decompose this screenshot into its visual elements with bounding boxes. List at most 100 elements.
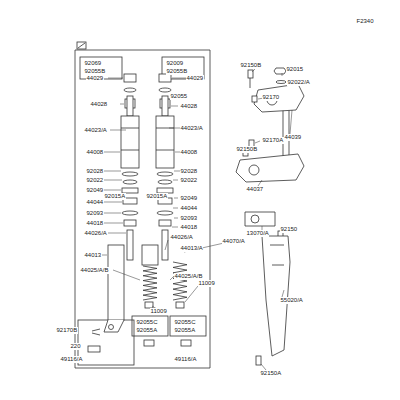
leader-line [165, 198, 178, 250]
fork-right-upper [159, 220, 171, 226]
callout-number: 44008 [86, 149, 104, 156]
fork-lower [109, 325, 114, 330]
callout-number: 92049 [180, 195, 198, 202]
frame [75, 42, 210, 368]
callout-number: 44028 [180, 103, 198, 110]
callout-number: 44070/A [222, 238, 245, 245]
fork-left-upper [124, 220, 136, 226]
fork-right-upper [159, 74, 171, 82]
fork-lower [144, 340, 154, 346]
callout-number: 44018 [86, 220, 104, 227]
triple-clamp [250, 78, 251, 88]
callout-number: 92150B [236, 146, 258, 153]
fork-left-upper [124, 88, 136, 92]
triple-clamp [274, 68, 286, 74]
frame [78, 320, 134, 365]
callout-number: 92170B [56, 327, 78, 334]
callout-number: 92150 [280, 226, 298, 233]
triple-clamp [276, 81, 286, 84]
fork-left-upper [121, 116, 139, 168]
leader-line [108, 78, 200, 130]
triple-clamp [252, 96, 257, 102]
callout-number: 44039 [284, 134, 302, 141]
fork-guard [256, 356, 261, 365]
callout-number: 92022/A [287, 79, 310, 86]
fork-right-upper [156, 74, 174, 260]
callout-number: 92055B [84, 68, 106, 75]
callout-number: 49116/A [60, 356, 83, 363]
fork-lower [88, 346, 100, 352]
fork-left-upper [122, 211, 138, 215]
callout-number: 92055C [136, 319, 158, 326]
fork-lower [88, 245, 191, 352]
fork-guard [251, 215, 259, 223]
fork-right-upper [162, 230, 168, 260]
callout-number: 92055 [170, 93, 188, 100]
frame [170, 316, 206, 336]
fork-right-upper [157, 211, 173, 215]
callout-number: 92150B [240, 62, 262, 69]
callout-number: 44037 [246, 186, 264, 193]
fork-guard [245, 212, 275, 226]
callout-number: 11009 [198, 280, 215, 287]
triple-clamp [249, 165, 259, 175]
callout-number: 92015A [146, 193, 168, 200]
callout-number: 44013 [84, 252, 102, 259]
callout-number: 92028 [180, 168, 198, 175]
callout-number: 44026/A [170, 234, 193, 241]
callout-number: 92150A [260, 370, 282, 377]
leader-line [102, 255, 198, 312]
callout-number: 92049 [86, 187, 104, 194]
callout-number: 11009 [150, 308, 167, 315]
callout-number: 44023/A [84, 127, 107, 134]
leader-line [258, 110, 292, 370]
frame [75, 50, 210, 368]
callout-number: 44025/A/B [174, 273, 203, 280]
callout-number: 92093 [180, 215, 198, 222]
fork-guard [270, 245, 284, 265]
leader-line [104, 190, 126, 233]
callout-number: 92022 [86, 177, 104, 184]
callout-number: 44023/A [180, 125, 203, 132]
fork-lower [181, 340, 191, 346]
fork-left-upper [124, 74, 136, 82]
leader-line [184, 68, 282, 252]
callout-number: 44044 [180, 205, 198, 212]
callout-number: 92093 [86, 210, 104, 217]
fork-lower [104, 320, 124, 332]
callout-number: 44013/A [180, 245, 203, 252]
callout-number: 92009 [166, 60, 184, 67]
fork-right-upper [157, 172, 173, 176]
fork-lower [173, 262, 187, 300]
fork-guard [262, 236, 290, 356]
fork-right-upper [156, 128, 174, 150]
fork-left-upper [123, 180, 137, 184]
callout-number: 44029 [86, 75, 104, 82]
frame [132, 316, 168, 336]
callout-number: 49116/A [174, 356, 197, 363]
triple-clamp [248, 70, 253, 78]
callout-number: 13070/A [246, 230, 269, 237]
callout-number: 44008 [180, 149, 198, 156]
fork-lower [143, 266, 157, 300]
callout-number: 92069 [84, 60, 102, 67]
callout-number: 92170 [262, 94, 280, 101]
fork-right-upper [159, 88, 171, 92]
fork-right-upper [156, 116, 174, 168]
fork-lower [142, 245, 158, 265]
triple-clamp [254, 84, 304, 112]
callout-number: 55020/A [280, 297, 303, 304]
callout-number: 220 [70, 343, 81, 350]
fork-left-upper [121, 128, 139, 150]
fork-lower [176, 302, 184, 308]
fork-right-upper [158, 180, 172, 184]
fork-guard [245, 212, 290, 365]
callout-number: 44026/A [84, 230, 107, 237]
fork-left-upper [122, 172, 138, 176]
callout-number: 92055A [174, 327, 196, 334]
callout-number: 44028 [90, 101, 108, 108]
callout-number: 92028 [86, 168, 104, 175]
callout-number: 44018 [180, 224, 198, 231]
